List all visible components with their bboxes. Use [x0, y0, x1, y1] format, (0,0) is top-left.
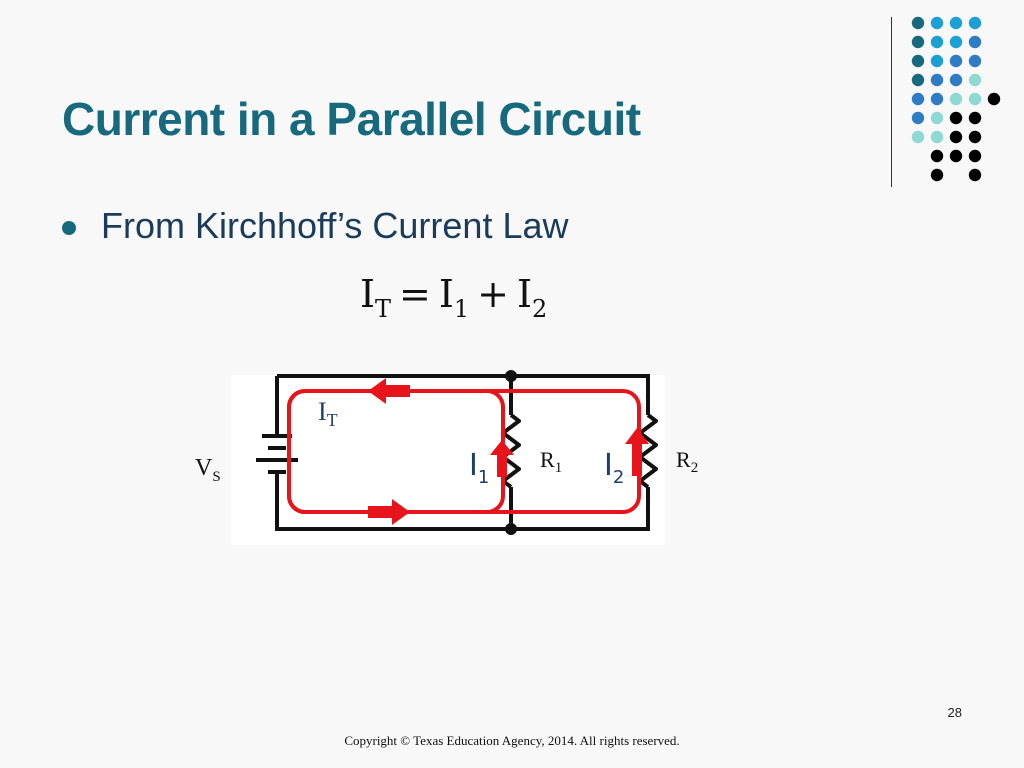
- arrow-left-icon: [368, 378, 410, 404]
- decor-dot: [949, 92, 963, 106]
- equation-term-1: I1: [438, 272, 470, 323]
- decor-dot: [968, 35, 982, 49]
- kcl-equation: IT=I1+I2: [360, 272, 547, 323]
- junction-top: [505, 370, 517, 382]
- decor-dot: [930, 168, 944, 182]
- decor-dot: [968, 54, 982, 68]
- decor-dot: [930, 130, 944, 144]
- decor-dot: [968, 111, 982, 125]
- decor-dot: [968, 149, 982, 163]
- resistor-r2-icon: [638, 413, 658, 489]
- decor-dot: [930, 92, 944, 106]
- decor-dot: [968, 73, 982, 87]
- label-r2: R2: [676, 447, 698, 476]
- diagram-background: [231, 375, 665, 545]
- decor-dot: [968, 92, 982, 106]
- decor-dot: [911, 73, 925, 87]
- decor-dot: [911, 130, 925, 144]
- decor-dot: [968, 16, 982, 30]
- slide-title: Current in a Parallel Circuit: [62, 93, 641, 145]
- title-divider-line: [891, 17, 892, 187]
- decor-dot: [930, 73, 944, 87]
- decor-dot: [930, 54, 944, 68]
- label-i2: I2: [604, 448, 624, 488]
- decor-dot: [987, 92, 1001, 106]
- decor-dot: [930, 149, 944, 163]
- decor-dot: [911, 16, 925, 30]
- decor-dot: [968, 168, 982, 182]
- decor-dot: [949, 35, 963, 49]
- decor-dot: [930, 111, 944, 125]
- arrow-up-icon: [625, 428, 649, 476]
- bullet-icon: [62, 221, 76, 235]
- decor-dot: [968, 130, 982, 144]
- decor-dot: [949, 149, 963, 163]
- equation-plus: +: [477, 272, 510, 316]
- copyright-footer: Copyright © Texas Education Agency, 2014…: [344, 733, 680, 748]
- bullet-text: From Kirchhoff’s Current Law: [101, 205, 569, 246]
- decorative-dot-grid: [911, 16, 1001, 182]
- decor-dot: [949, 16, 963, 30]
- label-vs: VS: [195, 455, 221, 485]
- label-i1: I1: [469, 448, 489, 488]
- decor-dot: [930, 35, 944, 49]
- arrow-up-icon: [490, 440, 514, 477]
- arrow-right-icon: [368, 499, 410, 525]
- label-it: IT: [318, 397, 338, 430]
- equation-equals: =: [399, 272, 431, 316]
- resistor-r1-icon: [501, 413, 521, 489]
- decor-dot: [949, 73, 963, 87]
- decor-dot: [911, 35, 925, 49]
- equation-lhs: IT: [360, 272, 392, 323]
- page-number: 28: [947, 705, 962, 720]
- label-r1: R1: [540, 447, 562, 476]
- decor-dot: [930, 16, 944, 30]
- decor-dot: [949, 130, 963, 144]
- decor-dot: [911, 111, 925, 125]
- circuit-wire: [275, 374, 650, 531]
- decor-dot: [911, 54, 925, 68]
- junction-bottom: [505, 523, 517, 535]
- decor-dot: [949, 111, 963, 125]
- decor-dot: [911, 92, 925, 106]
- decor-dot: [949, 54, 963, 68]
- equation-term-2: I2: [517, 272, 548, 323]
